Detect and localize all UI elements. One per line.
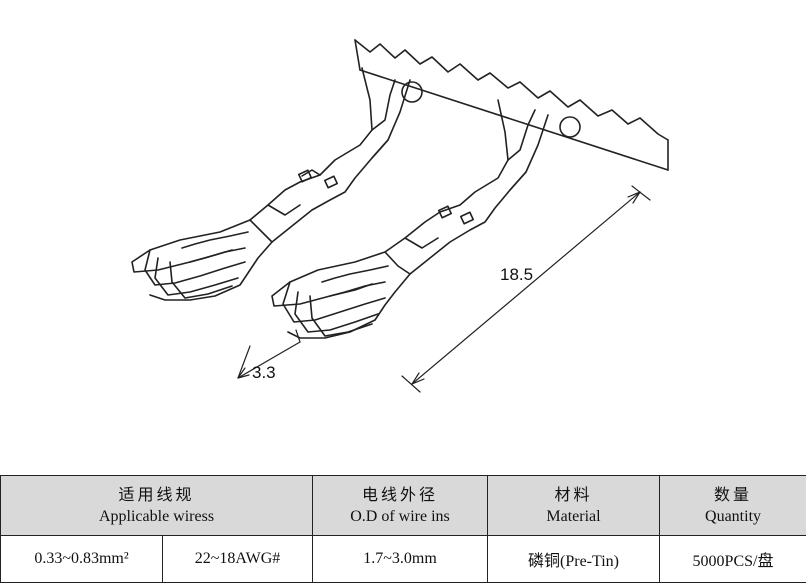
terminal-left: [132, 68, 410, 300]
terminal-right: [272, 100, 548, 338]
dimension-length-label: 18.5: [500, 265, 533, 284]
cell-quantity: 5000PCS/盘: [660, 536, 806, 583]
header-en: Applicable wiress: [1, 506, 312, 528]
header-zh: 电线外径: [313, 484, 487, 506]
header-en: Quantity: [660, 506, 806, 528]
cell-od: 1.7~3.0mm: [313, 536, 488, 583]
cell-material: 磷铜(Pre-Tin): [488, 536, 660, 583]
terminal-drawing: 18.5 3.3: [0, 0, 806, 470]
header-en: O.D of wire ins: [313, 506, 487, 528]
header-zh: 数量: [660, 484, 806, 506]
header-zh: 材料: [488, 484, 659, 506]
header-zh: 适用线规: [1, 484, 312, 506]
header-material: 材料 Material: [488, 476, 660, 536]
spec-table: 适用线规 Applicable wiress 电线外径 O.D of wire …: [0, 475, 806, 583]
cell-wire-mm2: 0.33~0.83mm²: [1, 536, 163, 583]
header-quantity: 数量 Quantity: [660, 476, 806, 536]
dimension-pitch-label: 3.3: [252, 363, 276, 382]
header-applicable-wires: 适用线规 Applicable wiress: [1, 476, 313, 536]
table-header-row: 适用线规 Applicable wiress 电线外径 O.D of wire …: [1, 476, 806, 536]
header-en: Material: [488, 506, 659, 528]
table-row: 0.33~0.83mm² 22~18AWG# 1.7~3.0mm 磷铜(Pre-…: [1, 536, 806, 583]
header-od: 电线外径 O.D of wire ins: [313, 476, 488, 536]
dimension-length: [402, 186, 650, 392]
cell-wire-awg: 22~18AWG#: [163, 536, 313, 583]
